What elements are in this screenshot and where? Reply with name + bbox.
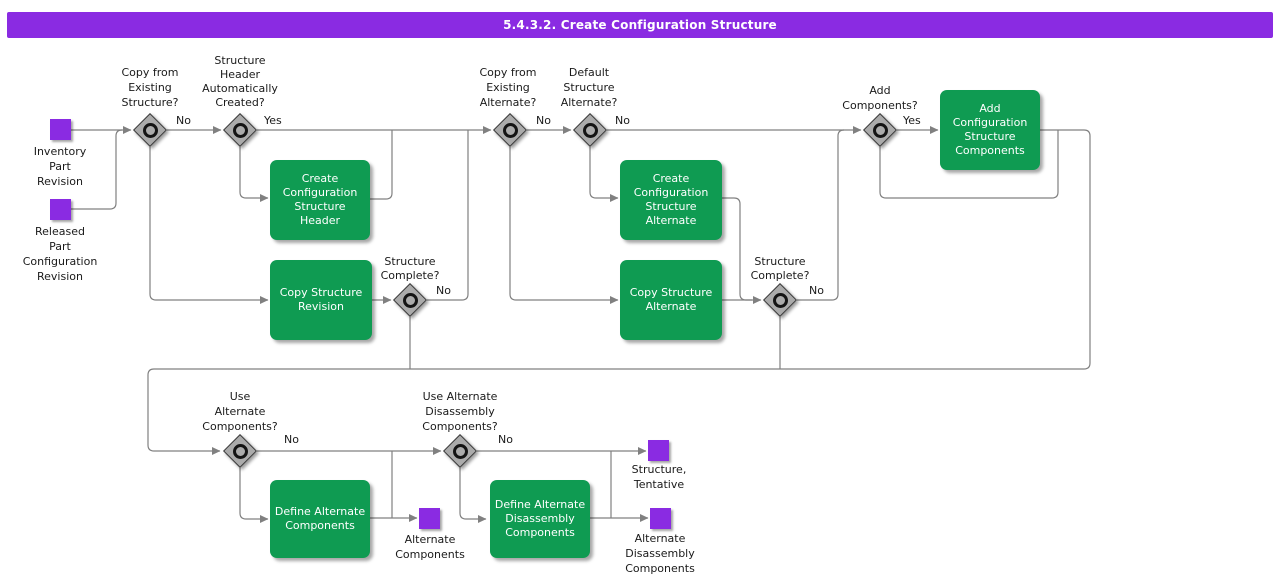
activity-define-alternate-components[interactable]: Define Alternate Components	[270, 480, 370, 558]
decision-copy-from-existing-structure	[133, 113, 167, 147]
connector-to-define-alternate-components	[239, 468, 269, 523]
decision-ring-icon	[402, 292, 418, 308]
decision-use-alternate-disassembly-components-label: Use Alternate Disassembly Components?	[422, 390, 498, 433]
decision-copy-from-existing-alternate	[493, 113, 527, 147]
datastore-alternate-components-label: Alternate Components	[395, 533, 465, 561]
connector-to-create-structure-alternate	[589, 147, 619, 202]
connector-create-alternate-return	[722, 197, 752, 301]
decision-structure-complete-2	[763, 283, 797, 317]
activity-define-alternate-disassembly-components[interactable]: Define Alternate Disassembly Components	[490, 480, 590, 558]
page-title: 5.4.3.2. Create Configuration Structure	[503, 18, 777, 32]
decision-ring-icon	[232, 122, 248, 138]
decision-use-alternate-components	[223, 434, 257, 468]
connector-to-define-disassembly-components	[459, 468, 487, 523]
decision-ring-icon	[872, 122, 888, 138]
connector-add-components-loop	[879, 130, 1059, 199]
connector-main-to-bottom-section	[147, 129, 1091, 455]
edge-label-copy-from-existing-structure-no: No	[176, 114, 191, 127]
datastore-structure-tentative	[648, 440, 669, 461]
decision-structure-complete-2-label: Structure Complete?	[750, 255, 810, 282]
decision-structure-header-automatically-created	[223, 113, 257, 147]
decision-copy-from-existing-structure-label: Copy from Existing Structure?	[121, 66, 179, 109]
decision-structure-complete-1	[393, 283, 427, 317]
decision-copy-from-existing-alternate-label: Copy from Existing Alternate?	[479, 66, 537, 109]
connector-structure-complete2-no-up	[797, 129, 845, 301]
datastore-alternate-disassembly-components-label: Alternate Disassembly Components	[625, 532, 695, 575]
activity-label: Define Alternate Disassembly Components	[494, 498, 586, 539]
activity-create-configuration-structure-header[interactable]: Create Configuration Structure Header	[270, 160, 370, 240]
edge-label-default-structure-alternate-no: No	[615, 114, 630, 127]
connector-header-box-return	[370, 130, 393, 200]
activity-label: Create Configuration Structure Header	[282, 172, 358, 227]
activity-label: Add Configuration Structure Components	[952, 102, 1028, 157]
decision-ring-icon	[772, 292, 788, 308]
activity-add-configuration-structure-components[interactable]: Add Configuration Structure Components	[940, 90, 1040, 170]
connector-released-revision-merge	[71, 129, 123, 210]
datastore-alternate-components	[419, 508, 440, 529]
decision-add-components-label: Add Components?	[842, 84, 918, 112]
decision-default-structure-alternate	[573, 113, 607, 147]
edge-label-use-alternate-disassembly-components-no: No	[498, 433, 513, 446]
connector-to-create-structure-header	[239, 147, 269, 202]
datastore-inventory-part-revision-label: Inventory Part Revision	[33, 145, 87, 188]
decision-default-structure-alternate-label: Default Structure Alternate?	[560, 66, 618, 109]
decision-use-alternate-disassembly-components	[443, 434, 477, 468]
title-bar: 5.4.3.2. Create Configuration Structure	[7, 12, 1273, 38]
decision-ring-icon	[142, 122, 158, 138]
datastore-released-part-configuration-revision-label: Released Part Configuration Revision	[22, 225, 98, 283]
datastore-inventory-part-revision	[50, 119, 71, 140]
edge-label-structure-header-automatically-created-yes: Yes	[264, 114, 282, 127]
activity-copy-structure-revision[interactable]: Copy Structure Revision	[270, 260, 372, 340]
activity-label: Copy Structure Alternate	[629, 286, 713, 313]
edge-label-copy-from-existing-alternate-no: No	[536, 114, 551, 127]
datastore-alternate-disassembly-components	[650, 508, 671, 529]
decision-use-alternate-components-label: Use Alternate Components?	[202, 390, 278, 433]
activity-label: Copy Structure Revision	[279, 286, 363, 313]
connector-to-copy-structure-alternate	[509, 147, 619, 304]
edge-label-structure-complete-1-no: No	[436, 284, 451, 297]
decision-ring-icon	[452, 443, 468, 459]
datastore-released-part-configuration-revision	[50, 199, 71, 220]
decision-ring-icon	[582, 122, 598, 138]
activity-label: Define Alternate Components	[274, 505, 366, 532]
decision-ring-icon	[502, 122, 518, 138]
activity-label: Create Configuration Structure Alternate	[633, 172, 709, 227]
activity-create-configuration-structure-alternate[interactable]: Create Configuration Structure Alternate	[620, 160, 722, 240]
decision-structure-complete-1-label: Structure Complete?	[380, 255, 440, 282]
decision-add-components	[863, 113, 897, 147]
connector-structure-complete1-no-up	[427, 130, 469, 301]
datastore-structure-tentative-label: Structure, Tentative	[631, 463, 687, 491]
decision-structure-header-automatically-created-label: Structure Header Automatically Created?	[202, 54, 278, 109]
edge-label-add-components-yes: Yes	[903, 114, 921, 127]
decision-ring-icon	[232, 443, 248, 459]
edge-label-use-alternate-components-no: No	[284, 433, 299, 446]
activity-copy-structure-alternate[interactable]: Copy Structure Alternate	[620, 260, 722, 340]
edge-label-structure-complete-2-no: No	[809, 284, 824, 297]
connector-to-copy-structure-revision	[149, 147, 269, 304]
